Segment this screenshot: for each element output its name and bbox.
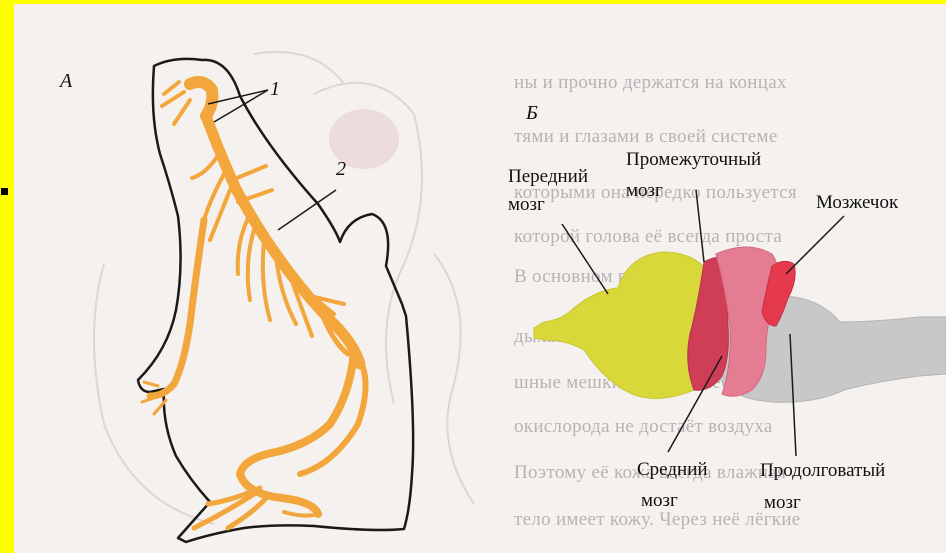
midbrain-label-line2: мозг <box>641 490 678 512</box>
panel-a-letter: А <box>60 70 72 92</box>
forebrain-label-line1: Передний <box>508 166 588 188</box>
label-1: 1 <box>270 78 280 100</box>
frog-brain-diagram <box>534 247 946 402</box>
midbrain-label-line1: Средний <box>637 459 708 481</box>
textbook-page: ны и прочно держатся на концах тями и гл… <box>14 4 946 553</box>
diencephalon-label-line1: Промежуточный <box>626 149 761 171</box>
cerebellum-label: Мозжечок <box>816 192 898 214</box>
forebrain-label-line2: мозг <box>508 194 545 216</box>
medulla-label-line1: Продолговатый <box>760 460 885 482</box>
panel-b-letter: Б <box>526 102 538 124</box>
label-2: 2 <box>336 158 346 180</box>
bullet-marker <box>1 188 8 195</box>
medulla-label-line2: мозг <box>764 492 801 514</box>
diencephalon-label-line2: мозг <box>626 180 663 202</box>
